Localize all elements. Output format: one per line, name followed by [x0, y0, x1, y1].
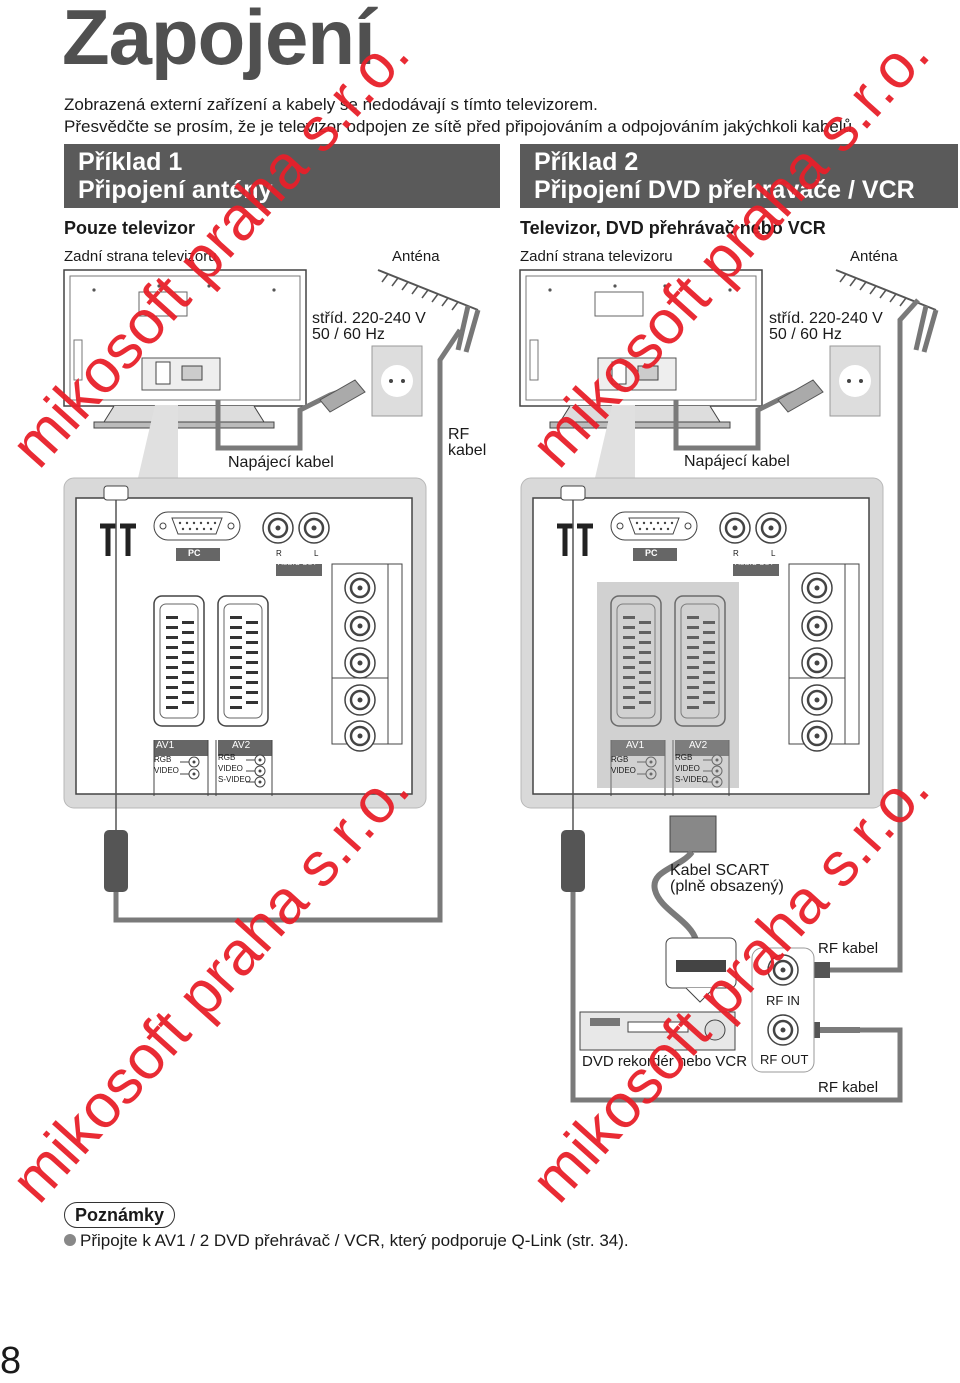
- intro-line-1: Zobrazená externí zařízení a kabely se n…: [64, 95, 598, 114]
- panel1-l-label: L: [314, 549, 319, 558]
- example2-header: Příklad 2 Připojení DVD přehrávače / VCR: [520, 144, 958, 208]
- panel1-av2-svideo: S-VIDEO: [218, 775, 251, 784]
- example2-subtitle: Televizor, DVD přehrávač nebo VCR: [520, 218, 826, 238]
- rf-out-label: RF OUT: [760, 1052, 809, 1067]
- panel2-av2-video: VIDEO: [675, 764, 700, 773]
- panel2-pc-label: PC: [645, 548, 658, 558]
- rf-in-label: RF IN: [766, 993, 800, 1008]
- panel2-av2-svideo: S-VIDEO: [675, 775, 708, 784]
- scart-cable-line1: Kabel SCART: [670, 862, 770, 879]
- recorder-label: DVD rekordér nebo VCR: [582, 1053, 748, 1070]
- panel1-av1-label: AV1: [156, 740, 175, 751]
- rf-cable-top-label: RF kabel: [818, 940, 879, 957]
- example2-voltage-line2: 50 / 60 Hz: [769, 326, 842, 343]
- panel1-av2-label: AV2: [232, 740, 251, 751]
- panel2-av1-rgb: RGB: [611, 755, 629, 764]
- panel1-av2-video: VIDEO: [218, 764, 243, 773]
- panel1-av1-video: VIDEO: [154, 766, 179, 775]
- panel1-pc-label: PC: [188, 548, 201, 558]
- panel2-l-label: L: [771, 549, 776, 558]
- example1-header-line1: Příklad 1: [78, 148, 183, 176]
- page-title: Zapojení: [62, 0, 376, 81]
- example1-rf-cable-line1: RF: [448, 426, 470, 443]
- example1-rear-label: Zadní strana televizoru: [64, 248, 217, 265]
- intro-line-2: Přesvědčte se prosím, že je televizor od…: [64, 117, 857, 136]
- example1-header-line2: Připojení antény: [78, 176, 273, 204]
- notes-bullet: Připojte k AV1 / 2 DVD přehrávač / VCR, …: [64, 1231, 629, 1251]
- notes-heading: Poznámky: [64, 1202, 176, 1228]
- scart-cable-line2: (plně obsazený): [670, 878, 784, 895]
- panel2-av1-video: VIDEO: [611, 766, 636, 775]
- panel2-av2-label: AV2: [689, 740, 708, 751]
- panel1-av2-rgb: RGB: [218, 753, 236, 762]
- panel1-r-label: R: [276, 549, 282, 558]
- example1-subtitle: Pouze televizor: [64, 218, 196, 238]
- notes-bullet-text: Připojte k AV1 / 2 DVD přehrávač / VCR, …: [80, 1231, 629, 1250]
- panel2-audio-out-label: AUDIO OUT: [735, 560, 774, 567]
- example1-header: Příklad 1 Připojení antény: [64, 144, 500, 208]
- rf-cable-bottom-label: RF kabel: [818, 1079, 879, 1096]
- example1-rf-cable-line2: kabel: [448, 442, 487, 459]
- panel2-r-label: R: [733, 549, 739, 558]
- page-number: 8: [0, 1340, 22, 1382]
- example1-antenna-label: Anténa: [392, 248, 440, 265]
- panel2-av2-rgb: RGB: [675, 753, 693, 762]
- example2-rear-label: Zadní strana televizoru: [520, 248, 673, 265]
- panel2-av1-label: AV1: [626, 740, 645, 751]
- example1-power-cable-label: Napájecí kabel: [228, 454, 334, 471]
- example2-header-line2: Připojení DVD přehrávače / VCR: [534, 176, 915, 204]
- example1-voltage-line1: stříd. 220-240 V: [312, 310, 426, 327]
- panel1-audio-out-label: AUDIO OUT: [278, 560, 317, 567]
- panel1-av1-rgb: RGB: [154, 755, 172, 764]
- example2-power-cable-label: Napájecí kabel: [684, 453, 790, 470]
- example2-antenna-label: Anténa: [850, 248, 898, 265]
- bullet-icon: [64, 1234, 76, 1246]
- example1-voltage-line2: 50 / 60 Hz: [312, 326, 385, 343]
- example2-voltage-line1: stříd. 220-240 V: [769, 310, 883, 327]
- example2-header-line1: Příklad 2: [534, 148, 639, 176]
